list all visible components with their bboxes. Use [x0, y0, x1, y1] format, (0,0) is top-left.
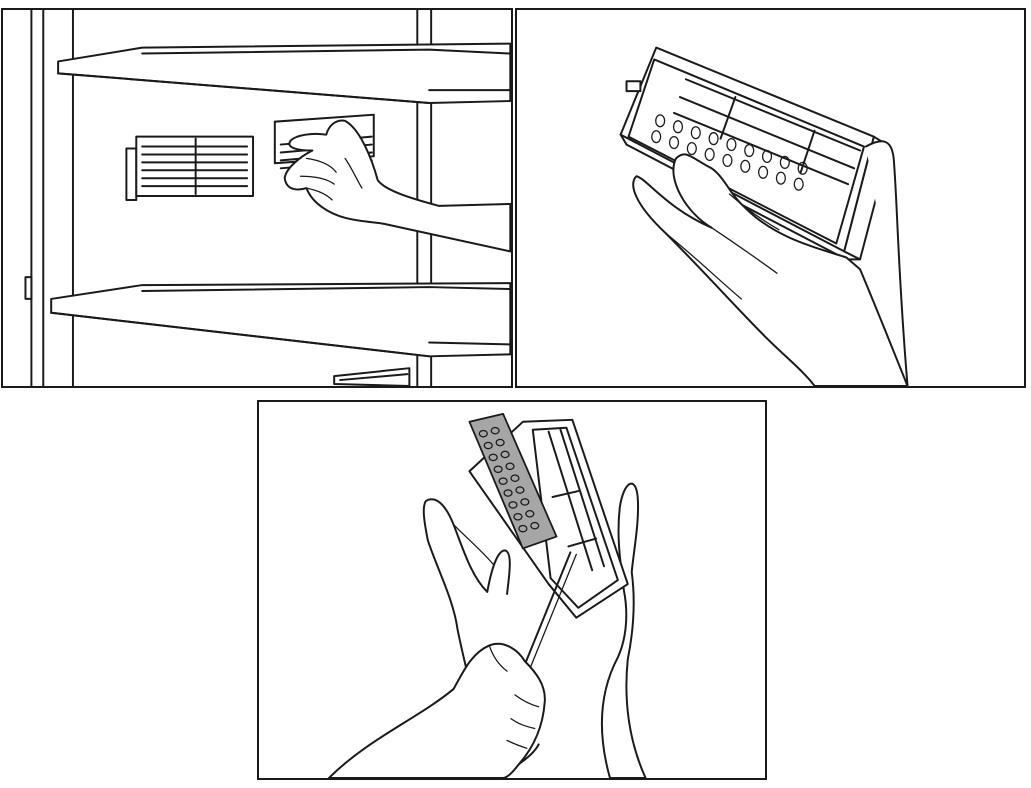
- illustration-panel-replace-insert: [257, 400, 767, 780]
- illustration-panel-hold-housing: [515, 8, 1026, 388]
- hand-holding-housing: [632, 140, 909, 386]
- filter-housing-in-hand-drawing: [619, 46, 909, 386]
- filter-insert-replacement-drawing: [327, 412, 647, 778]
- right-hand: [600, 482, 647, 778]
- lower-glass-shelf: [50, 282, 511, 358]
- insert-holes: [478, 426, 540, 533]
- screwdriver-tool: [517, 551, 577, 682]
- illustration-panel-remove-filter: [1, 8, 513, 388]
- lower-shelf-filter: [333, 367, 411, 386]
- fridge-interior-drawing: [24, 10, 511, 386]
- upper-glass-shelf: [57, 42, 511, 104]
- filter-insert: [468, 412, 558, 550]
- mounted-filter-housing: [125, 135, 255, 201]
- hand-with-tool: [327, 642, 546, 778]
- hand-gripping-filter: [283, 119, 511, 253]
- filter-holes: [651, 114, 808, 191]
